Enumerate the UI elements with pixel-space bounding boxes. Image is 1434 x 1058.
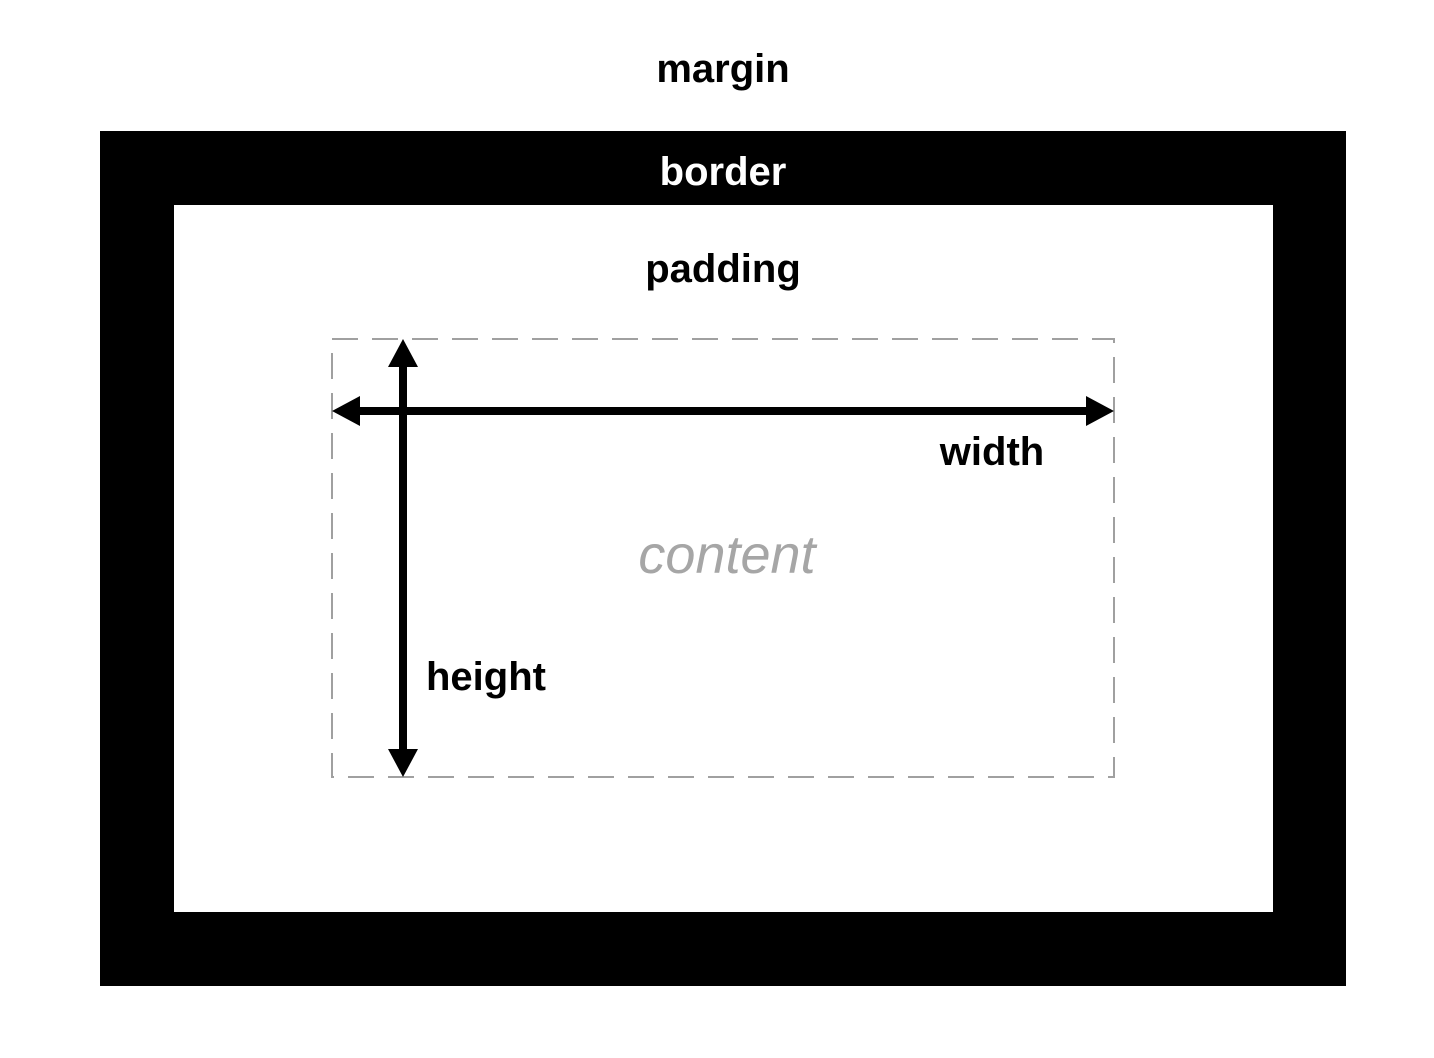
margin-label: margin (656, 47, 789, 91)
width-label: width (939, 430, 1044, 474)
padding-label: padding (645, 247, 801, 291)
height-label: height (426, 655, 546, 699)
padding-area (174, 205, 1273, 912)
width-arrow (332, 396, 1114, 426)
width-arrowhead-right (1086, 396, 1114, 426)
height-arrowhead-bottom (388, 749, 418, 777)
height-arrow (388, 339, 418, 777)
width-arrowhead-left (332, 396, 360, 426)
content-area-outline (331, 338, 1115, 778)
content-label: content (638, 525, 817, 585)
height-arrowhead-top (388, 339, 418, 367)
border-label: border (660, 150, 787, 194)
